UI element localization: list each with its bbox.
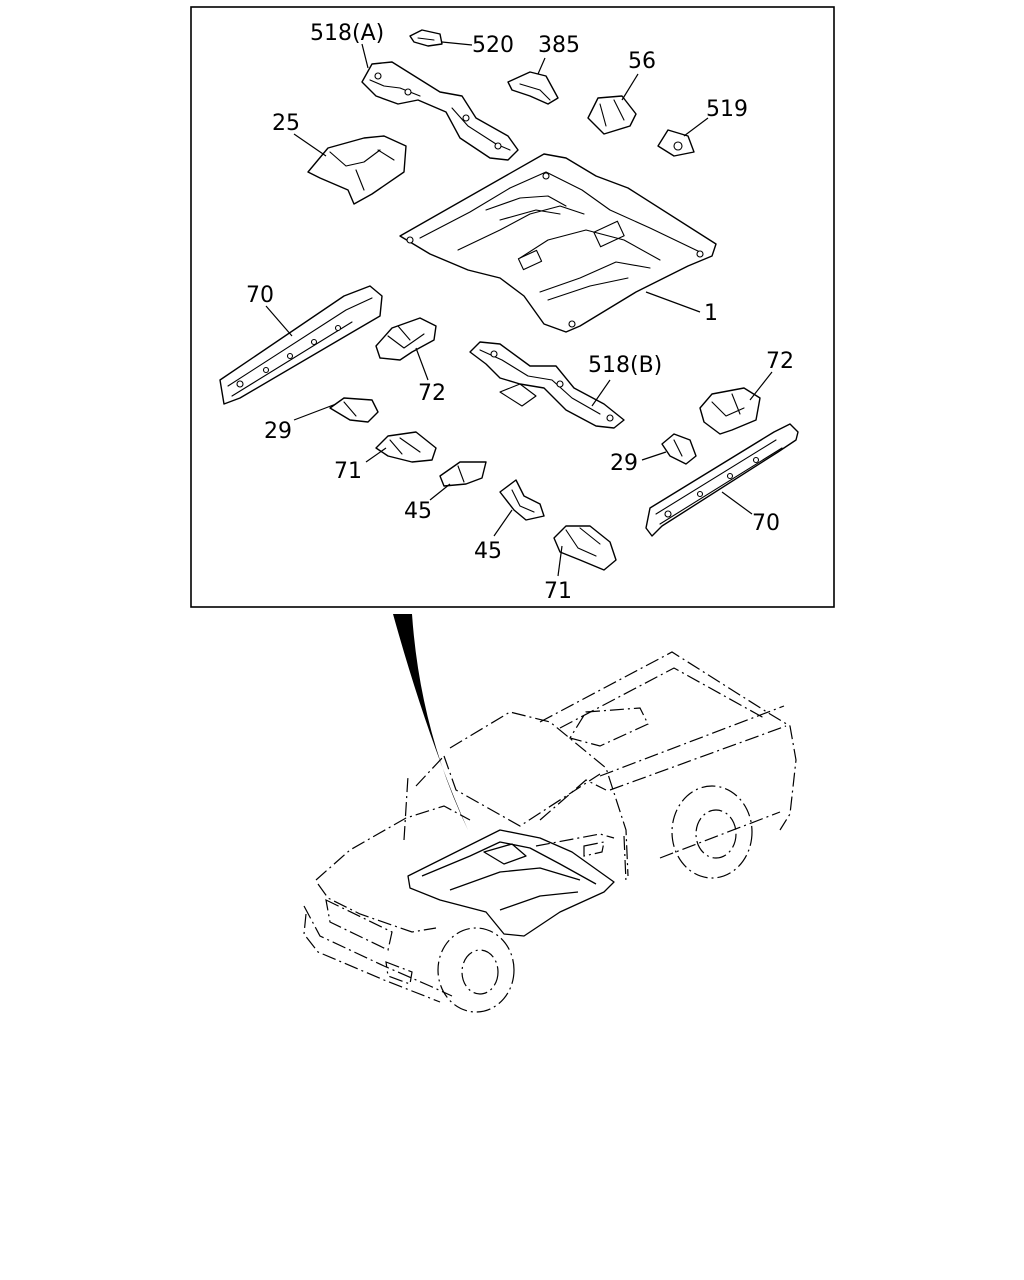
part-72-left-bracket[interactable] [375, 317, 437, 361]
callout-72-left: 72 [418, 381, 446, 406]
part-29-left-bracket[interactable] [329, 397, 379, 423]
callout-1: 1 [704, 301, 718, 326]
part-45-center-gusset[interactable] [499, 479, 545, 521]
callout-70-right: 70 [752, 511, 780, 536]
callout-518b: 518(B) [588, 353, 662, 378]
callout-29-right: 29 [610, 451, 638, 476]
part-70-left-sill[interactable] [219, 285, 383, 405]
location-pointer [393, 614, 468, 830]
part-385-bracket[interactable] [507, 71, 559, 105]
part-518b-crossmember[interactable] [469, 341, 625, 429]
exploded-view-frame [190, 6, 835, 608]
callout-385: 385 [538, 33, 580, 58]
callout-56: 56 [628, 49, 656, 74]
part-71-left-bracket[interactable] [375, 431, 437, 463]
part-520-bracket[interactable] [409, 29, 443, 47]
callout-518a: 518(A) [310, 21, 384, 46]
vehicle-outline [303, 651, 797, 1013]
callout-29-left: 29 [264, 419, 292, 444]
part-45-left-gusset[interactable] [439, 461, 487, 487]
part-71-bottom-bracket[interactable] [553, 525, 617, 571]
part-56-reinforcement[interactable] [587, 95, 637, 135]
callout-45-center: 45 [474, 539, 502, 564]
part-72-right-bracket[interactable] [699, 387, 761, 435]
callout-71-bottom: 71 [544, 579, 572, 604]
callout-71-left: 71 [334, 459, 362, 484]
callout-25: 25 [272, 111, 300, 136]
part-518a-crossmember[interactable] [361, 61, 519, 161]
callout-45-left: 45 [404, 499, 432, 524]
part-25-extension[interactable] [307, 135, 407, 205]
callout-72-right: 72 [766, 349, 794, 374]
callout-520: 520 [472, 33, 514, 58]
part-1-floor-panel[interactable] [399, 153, 717, 333]
vehicle-floor-highlight [407, 829, 615, 937]
callout-70-left: 70 [246, 283, 274, 308]
part-70-right-sill[interactable] [645, 423, 799, 537]
callout-519: 519 [706, 97, 748, 122]
part-519-bracket[interactable] [657, 129, 695, 157]
part-29-right-bracket[interactable] [661, 433, 697, 465]
